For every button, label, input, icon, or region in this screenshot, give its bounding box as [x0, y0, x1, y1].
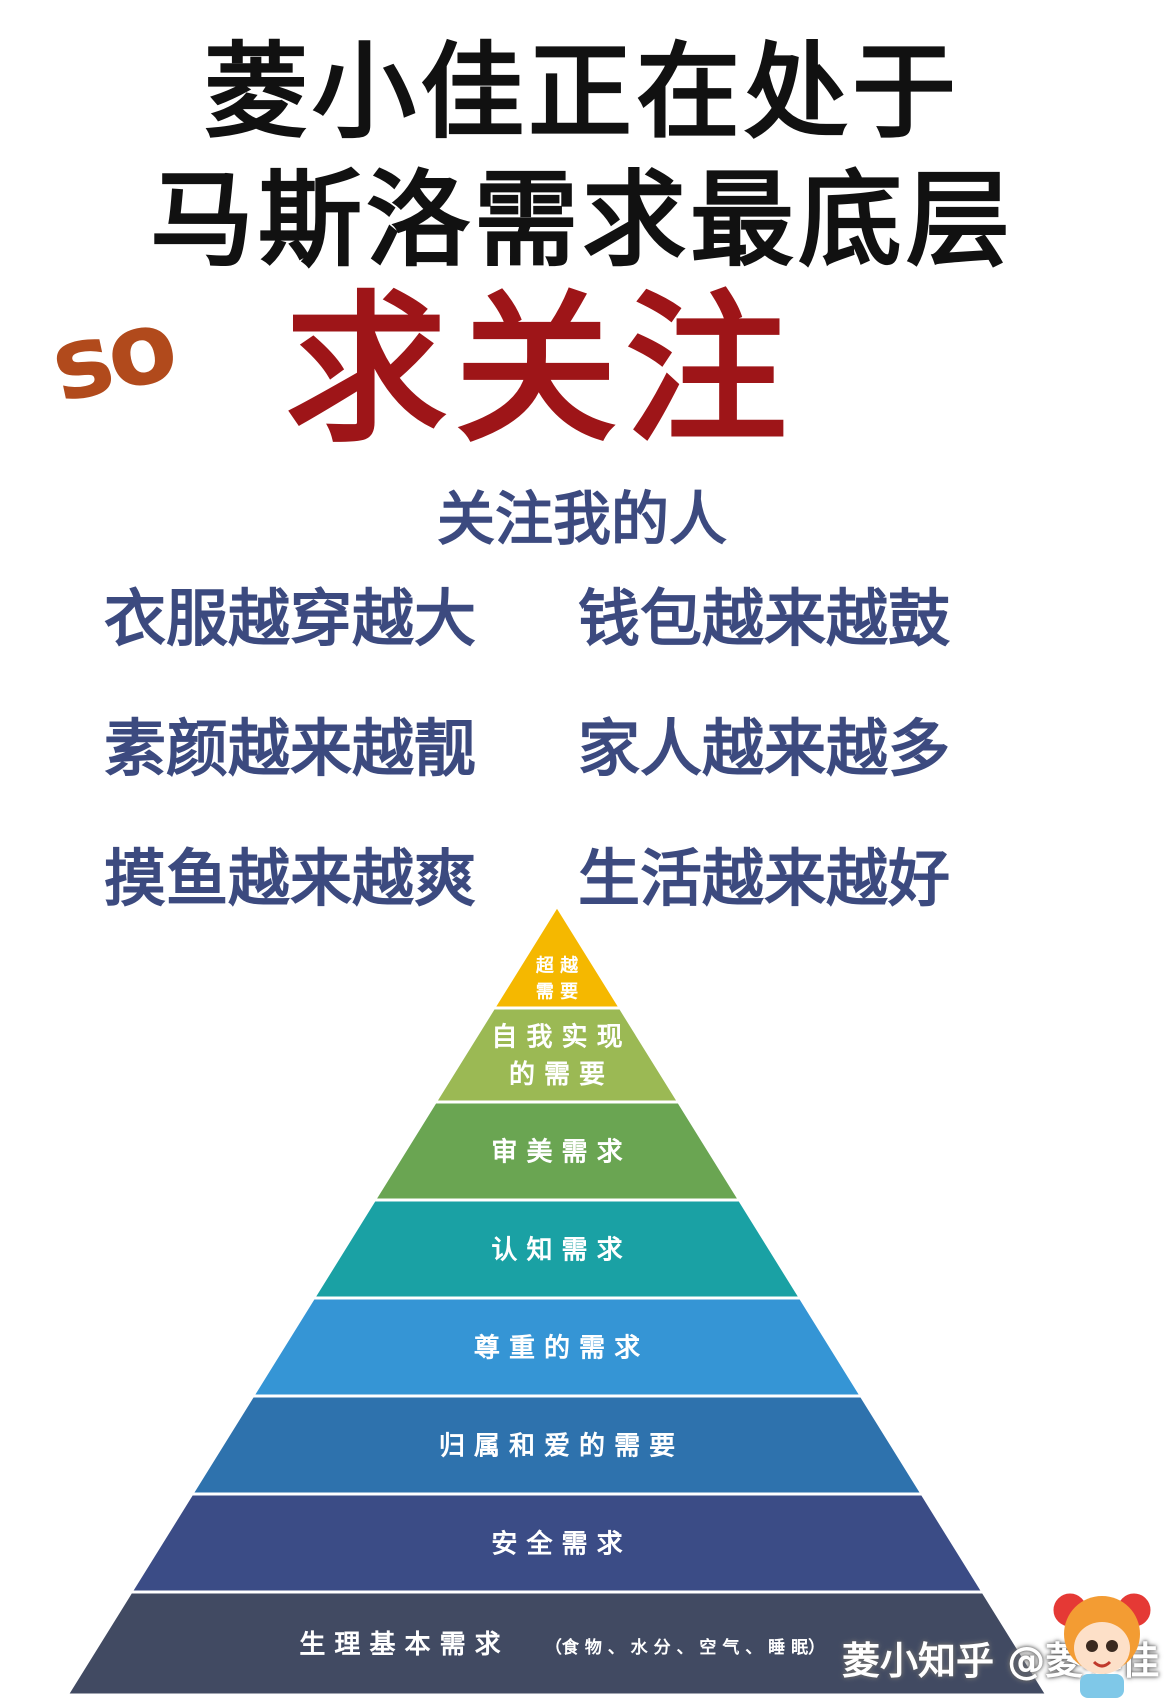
- benefits-heading: 关注我的人: [436, 485, 727, 553]
- mascot-icon: [1050, 1590, 1154, 1698]
- follow-request-title: 求关注: [285, 277, 795, 465]
- pyramid-level-band: [64, 1590, 1050, 1697]
- title-line-2: 马斯洛需求最底层: [149, 159, 1014, 281]
- benefit-item: 生活越来越好: [578, 842, 951, 915]
- pyramid-level-label: 超 越: [536, 954, 579, 976]
- pyramid-level-label: 审 美 需 求: [491, 1136, 622, 1167]
- pyramid-level-label: 认 知 需 求: [491, 1235, 622, 1265]
- pyramid-level-label: 的 需 要: [509, 1059, 605, 1090]
- pyramid-level: 超 越需 要: [490, 903, 624, 1010]
- pyramid-level: 认 知 需 求: [310, 1198, 804, 1300]
- benefit-item: 钱包越来越鼓: [578, 582, 951, 655]
- pyramid-level-label: 生 理 基 本 需 求: [299, 1630, 500, 1660]
- pyramid-level: 尊 重 的 需 求: [249, 1296, 865, 1398]
- benefit-item: 素颜越来越靓: [104, 712, 477, 785]
- pyramid-level-note: （食 物 、 水 分 、 空 气 、 睡 眠）: [545, 1637, 825, 1658]
- pyramid-level: 生 理 基 本 需 求 （食 物 、 水 分 、 空 气 、 睡 眠）: [64, 1590, 1050, 1697]
- pyramid-level-label: 自 我 实 现: [491, 1022, 622, 1053]
- pyramid-level: 归 属 和 爱 的 需 要: [189, 1394, 925, 1496]
- pyramid-level-label: 需 要: [536, 982, 578, 1003]
- benefit-item: 家人越来越多: [578, 712, 951, 785]
- pyramid-level-label: 归 属 和 爱 的 需 要: [439, 1430, 675, 1461]
- title-line-1: 菱小佳正在处于: [203, 31, 960, 153]
- pyramid-level: 自 我 实 现的 需 要: [432, 1006, 682, 1104]
- pyramid-level: 审 美 需 求: [371, 1100, 743, 1202]
- pyramid-level-label: 尊 重 的 需 求: [474, 1332, 640, 1363]
- pyramid-level-label: 安 全 需 求: [491, 1528, 622, 1559]
- benefit-item: 摸鱼越来越爽: [104, 842, 477, 915]
- pyramid-level: 安 全 需 求: [128, 1492, 986, 1594]
- benefit-item: 衣服越穿越大: [104, 582, 477, 655]
